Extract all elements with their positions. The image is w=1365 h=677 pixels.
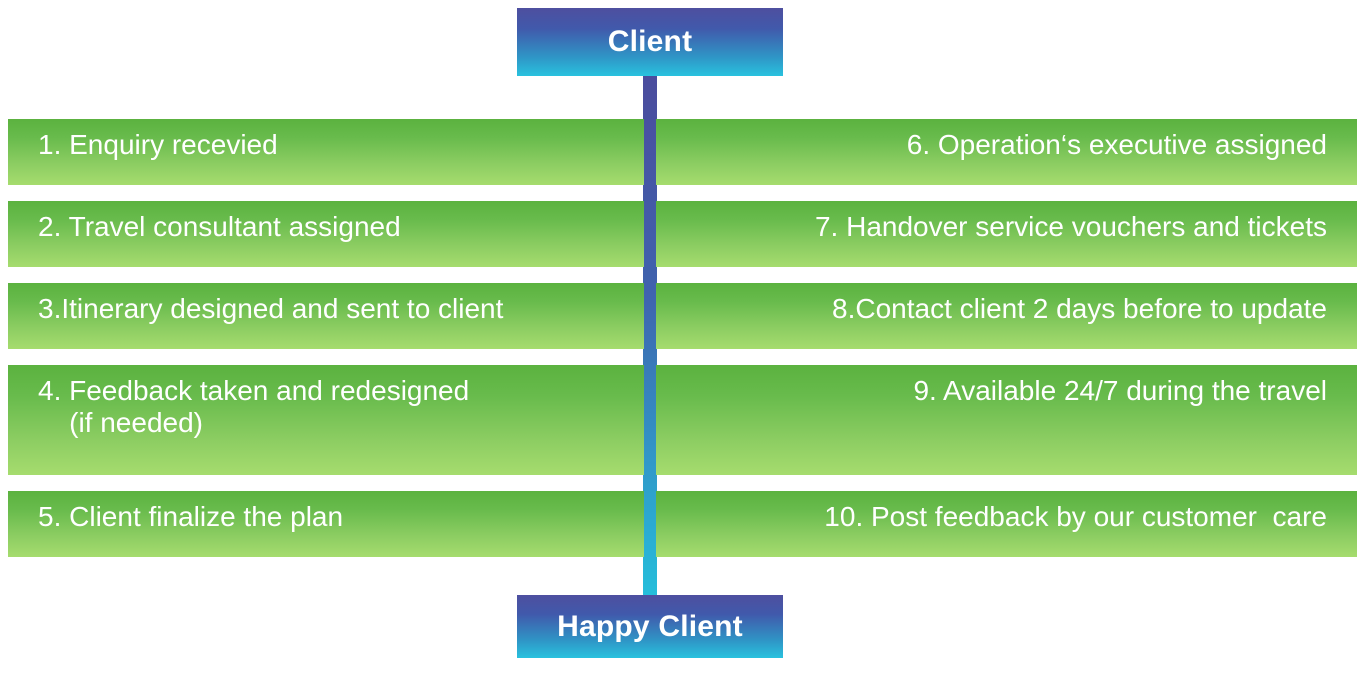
process-step-right: 9. Available 24/7 during the travel <box>656 365 1357 475</box>
process-step-label: 3.Itinerary designed and sent to client <box>38 293 504 324</box>
process-step-label: 6. Operation‘s executive assigned <box>906 129 1327 160</box>
process-step-right: 7. Handover service vouchers and tickets <box>656 201 1357 267</box>
process-step-right: 6. Operation‘s executive assigned <box>656 119 1357 185</box>
process-row: 2. Travel consultant assigned 7. Handove… <box>0 201 1365 267</box>
process-step-left: 1. Enquiry recevied <box>8 119 644 185</box>
process-step-right: 10. Post feedback by our customer care <box>656 491 1357 557</box>
process-step-right: 8.Contact client 2 days before to update <box>656 283 1357 349</box>
process-step-left: 2. Travel consultant assigned <box>8 201 644 267</box>
start-node-client: Client <box>517 8 783 76</box>
process-row: 4. Feedback taken and redesigned (if nee… <box>0 365 1365 475</box>
process-step-label: 9. Available 24/7 during the travel <box>913 375 1327 406</box>
end-node-happy-client: Happy Client <box>517 595 783 658</box>
end-node-label: Happy Client <box>557 609 743 643</box>
process-step-label: 4. Feedback taken and redesigned (if nee… <box>38 375 470 439</box>
process-step-label: 1. Enquiry recevied <box>38 129 278 160</box>
start-node-label: Client <box>607 25 693 58</box>
process-step-left: 4. Feedback taken and redesigned (if nee… <box>8 365 644 475</box>
process-step-label: 2. Travel consultant assigned <box>38 211 401 242</box>
process-row: 5. Client finalize the plan 10. Post fee… <box>0 491 1365 557</box>
process-row: 3.Itinerary designed and sent to client … <box>0 283 1365 349</box>
process-step-label: 8.Contact client 2 days before to update <box>832 293 1327 324</box>
process-step-left: 3.Itinerary designed and sent to client <box>8 283 644 349</box>
process-step-label: 5. Client finalize the plan <box>38 501 344 532</box>
process-step-left: 5. Client finalize the plan <box>8 491 644 557</box>
process-steps-container: 1. Enquiry recevied 6. Operation‘s execu… <box>0 119 1365 557</box>
process-step-label: 7. Handover service vouchers and tickets <box>814 211 1327 242</box>
process-step-label: 10. Post feedback by our customer care <box>824 501 1327 532</box>
vertical-connector-line <box>643 74 657 596</box>
process-row: 1. Enquiry recevied 6. Operation‘s execu… <box>0 119 1365 185</box>
